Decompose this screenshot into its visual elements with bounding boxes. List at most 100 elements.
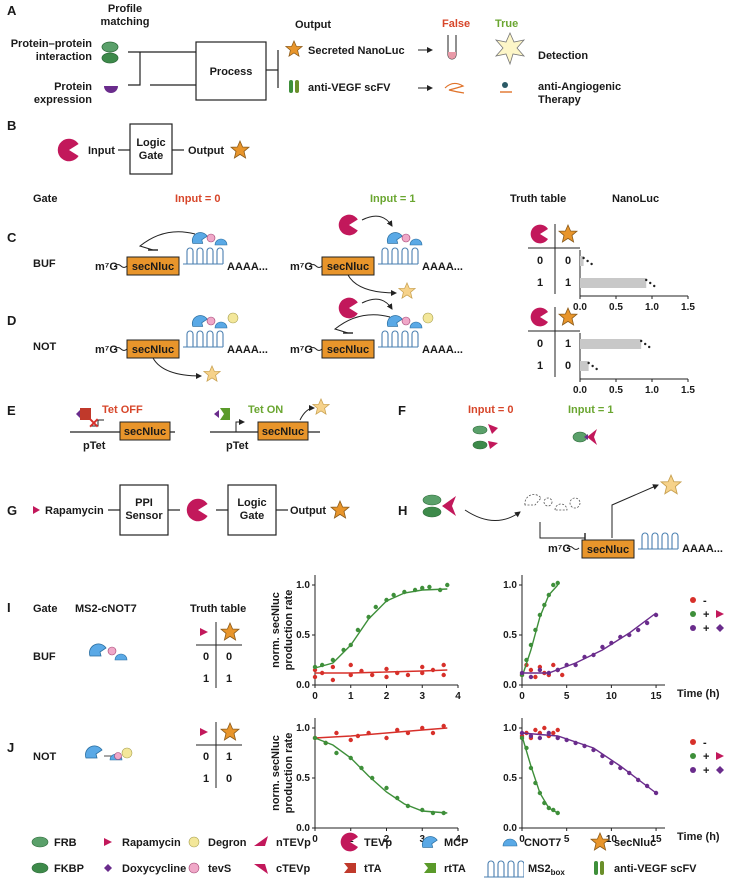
y-tick-label: 0.5 [503, 773, 517, 784]
frb-icon [31, 836, 49, 848]
data-point [542, 800, 547, 806]
vessels-icon [444, 82, 465, 94]
data-point [334, 750, 339, 756]
polya-label: AAAA... [422, 344, 463, 356]
data-point [348, 737, 353, 743]
gene-label: secNluc [132, 261, 174, 273]
data-point [564, 737, 569, 743]
x-tick-label: 5 [564, 834, 570, 845]
data-point [384, 666, 389, 672]
replicate-dot [648, 345, 651, 349]
replicate-dot [640, 339, 643, 343]
data-point [528, 733, 534, 739]
y-tick-label: 1.0 [503, 580, 517, 591]
data-point [348, 662, 353, 668]
x-tick-label: 0 [312, 834, 318, 845]
tt-input: 0 [203, 651, 209, 663]
y-tick-label: 1.0 [296, 580, 310, 591]
legend-label: MCP [444, 837, 468, 849]
tt-input: 0 [203, 751, 209, 763]
star-icon [660, 474, 682, 495]
legend-label: cTEVp [276, 863, 311, 875]
legend-sign: - [703, 595, 707, 607]
rapamycin-icon [104, 838, 112, 846]
gate-name: BUF [33, 258, 56, 270]
data-point [609, 640, 614, 646]
data-point [359, 765, 364, 771]
header-input1: Input = 1 [370, 193, 416, 205]
bar-tick-label: 0.5 [609, 302, 623, 313]
degron-icon [121, 747, 133, 759]
data-point [355, 627, 361, 633]
output-label: Output [188, 145, 224, 157]
degron-icon [188, 836, 200, 848]
data-point [366, 614, 371, 620]
legend-label: FRB [54, 837, 77, 849]
tevp-icon [186, 498, 208, 522]
tt-output: 1 [226, 751, 232, 763]
data-point [430, 810, 436, 816]
replicate-dot [653, 284, 656, 288]
data-point [582, 654, 587, 660]
bar-tick-label: 1.0 [645, 302, 659, 313]
y-tick-label: 0.0 [503, 680, 517, 691]
data-point [355, 733, 361, 739]
fkbp-icon [472, 440, 488, 450]
replicate-dot [582, 256, 585, 260]
ms2-hairpins-icon [377, 247, 419, 265]
rapamycin-icon [716, 752, 724, 760]
legend-label: anti-VEGF scFV [614, 863, 697, 875]
data-point [644, 620, 650, 626]
legend-sign: + [703, 751, 709, 763]
fit-curve [314, 727, 448, 739]
promoter-label: pTet [226, 440, 249, 452]
data-point [533, 780, 538, 786]
mcp-icon [89, 643, 107, 657]
rapamycin-icon [200, 728, 208, 736]
input-label: Input [88, 145, 115, 157]
replicate-dot [587, 361, 590, 365]
data-point [644, 783, 650, 789]
gene-box [126, 256, 180, 276]
data-point [555, 667, 560, 673]
data-point [370, 672, 375, 678]
polya-label: AAAA... [422, 261, 463, 273]
nanoluc-bar [580, 361, 589, 371]
replicate-dot [645, 278, 648, 282]
data-point [420, 664, 425, 670]
data-point [348, 642, 353, 648]
cap-label: m⁷G [290, 261, 313, 273]
fkbp-icon [31, 862, 49, 874]
output-label: Output [290, 505, 326, 517]
data-point [582, 743, 587, 749]
tt-output: 1 [565, 338, 571, 350]
y-axis-label: norm. secNlucproduction rate [270, 590, 295, 671]
data-point [420, 670, 425, 676]
tevs-icon [401, 233, 411, 243]
protein-icon [104, 86, 118, 93]
x-axis-label: Time (h) [677, 688, 720, 700]
reconstituted-tevp-icon [587, 429, 597, 445]
frb-icon [422, 494, 442, 506]
data-point [405, 672, 411, 678]
legend-label: Doxycycline [122, 863, 186, 875]
tt-input: 1 [203, 673, 209, 685]
replicate-dot [649, 281, 652, 285]
rapamycin-icon [716, 610, 724, 618]
header-gate: Gate [33, 193, 57, 205]
data-point [546, 730, 552, 736]
detection-burst-icon [494, 32, 526, 66]
data-point [537, 735, 543, 741]
data-point [546, 805, 552, 811]
y-tick-label: 0.5 [296, 630, 310, 641]
polya-label: AAAA... [227, 261, 268, 273]
x-tick-label: 4 [455, 834, 461, 845]
data-point [312, 664, 318, 670]
